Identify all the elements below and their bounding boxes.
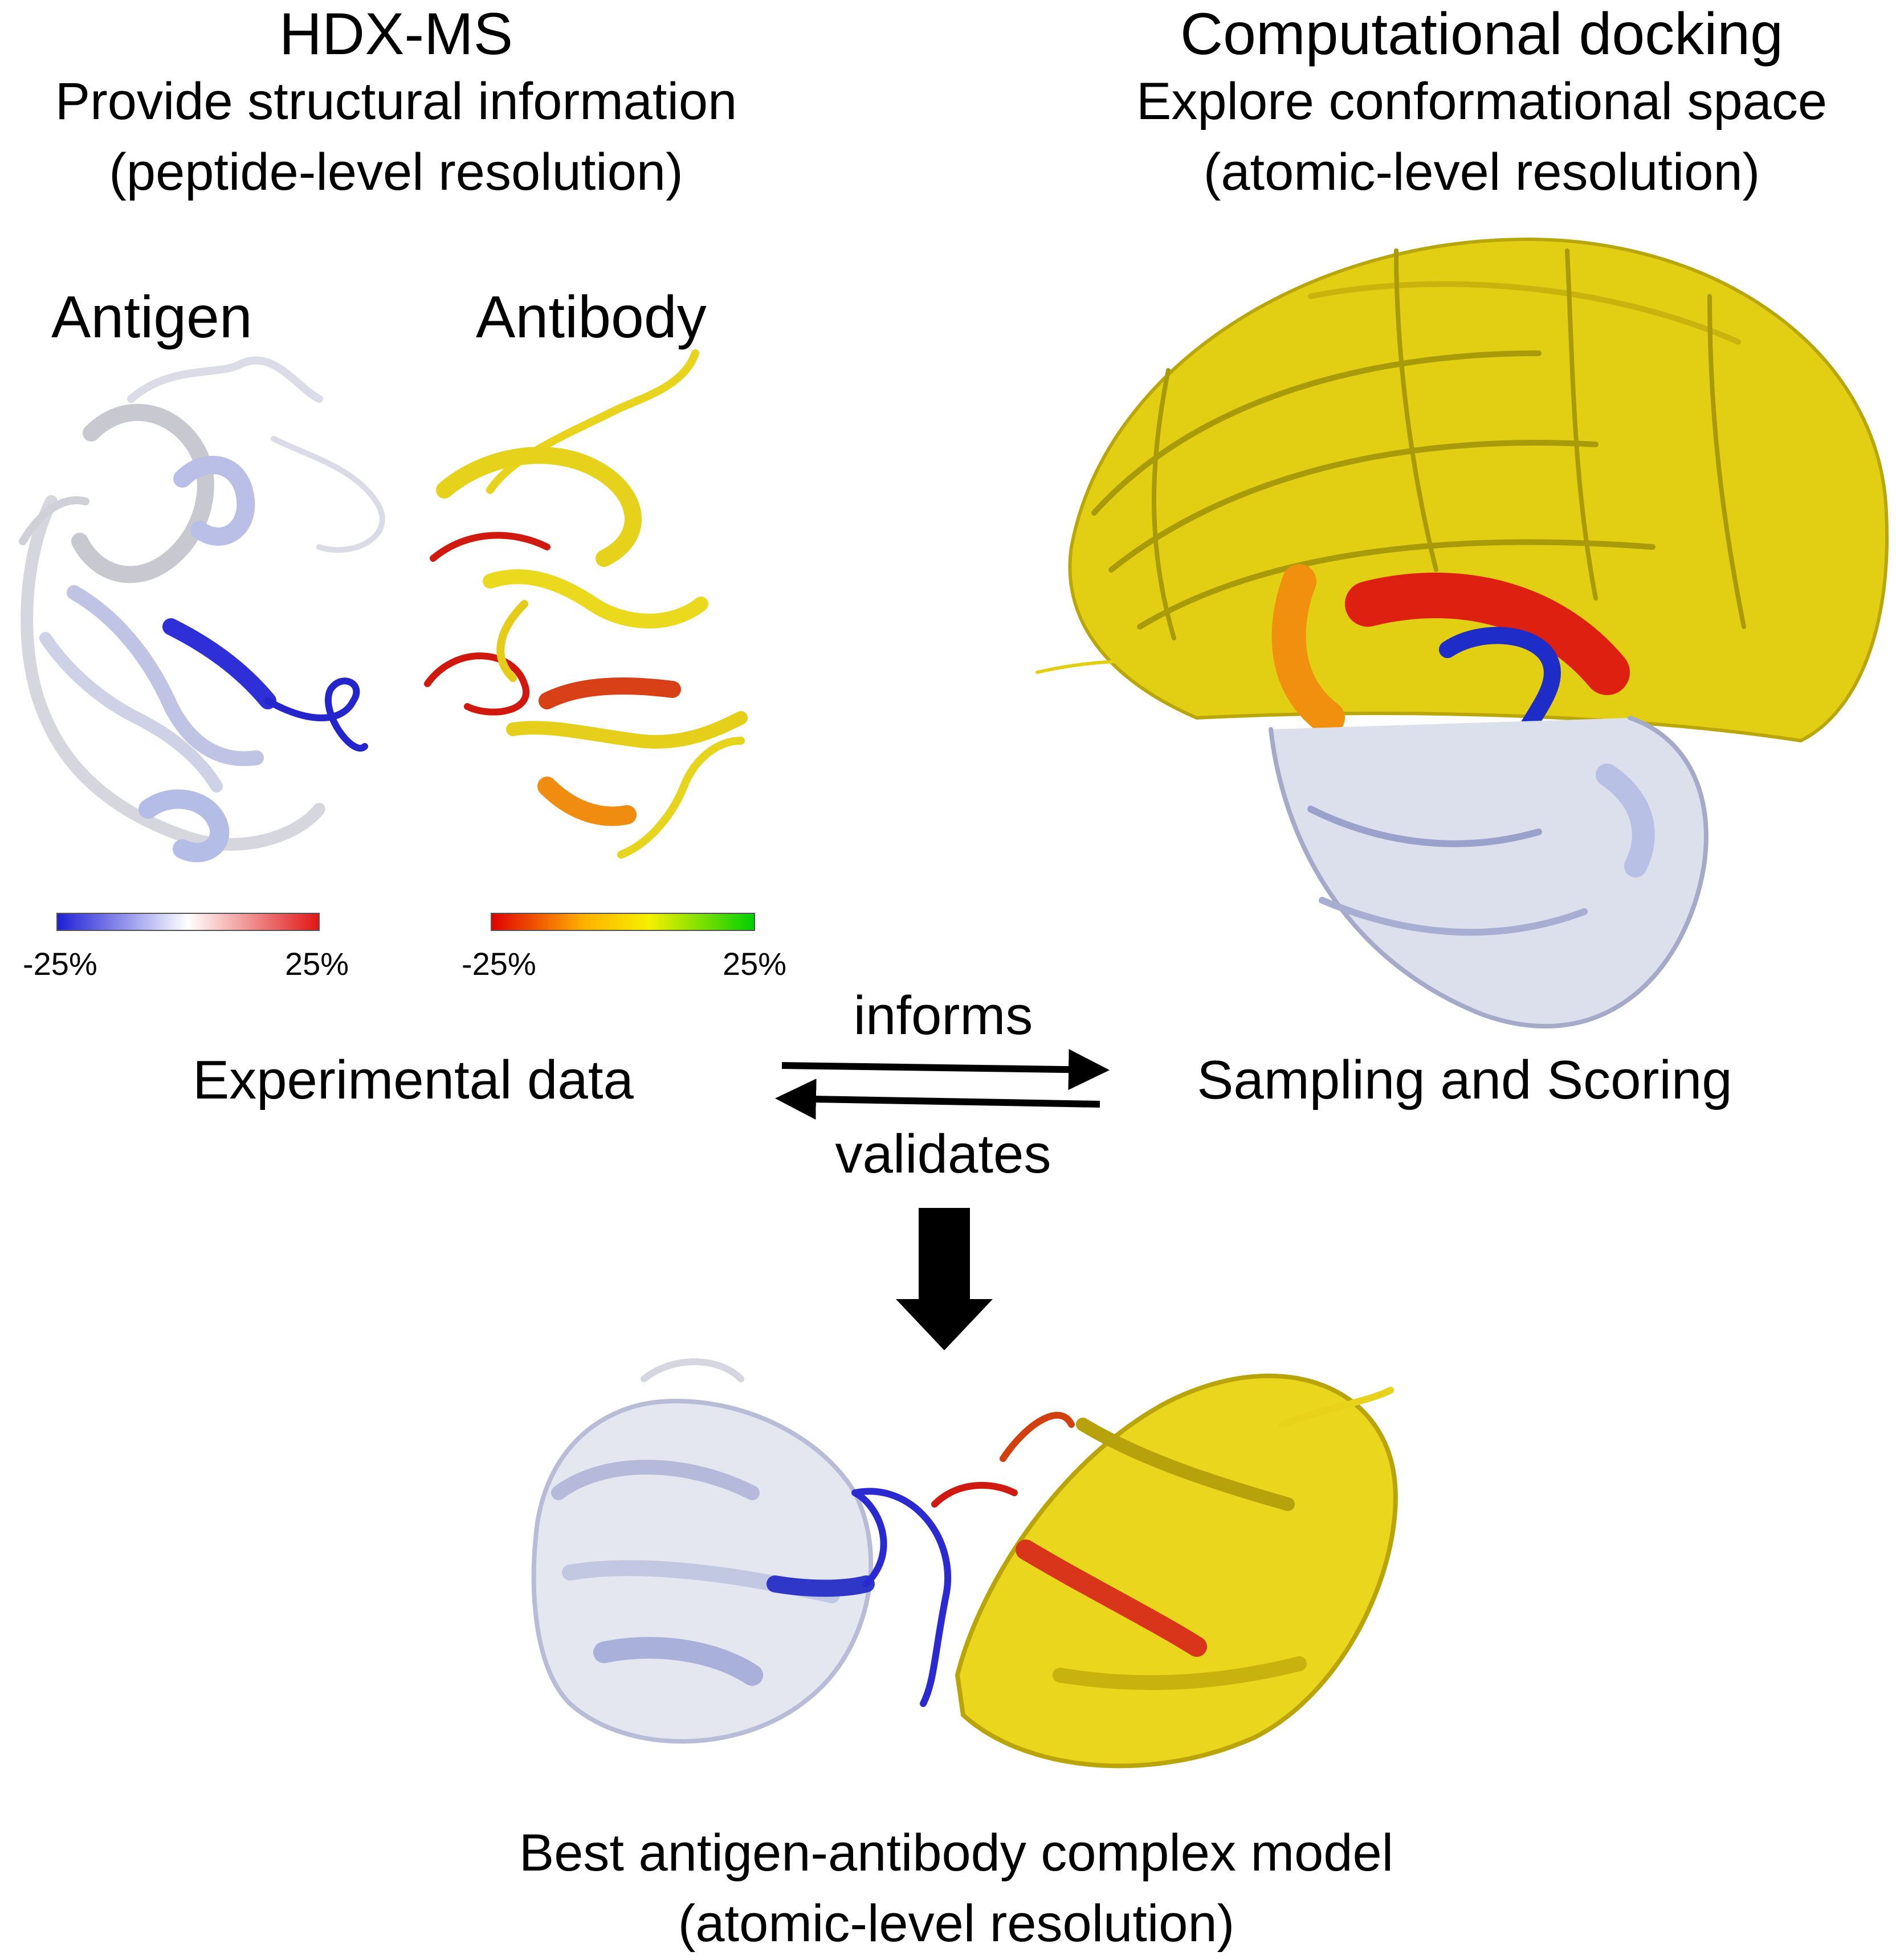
result-title: Best antigen-antibody complex model [519, 1824, 1394, 1882]
docking-subtitle-line2: (atomic-level resolution) [1203, 143, 1760, 201]
result-subtitle: (atomic-level resolution) [678, 1894, 1235, 1953]
down-arrow [896, 1208, 993, 1350]
antibody-scale-min: -25% [462, 946, 536, 982]
informs-label: informs [853, 985, 1033, 1046]
antibody-scale-bar [491, 913, 755, 931]
antigen-scale-bar [56, 913, 320, 931]
antibody-scale-max: 25% [723, 946, 787, 982]
antigen-label: Antigen [51, 284, 252, 350]
hdx-subtitle-line2: (peptide-level resolution) [109, 143, 683, 201]
antigen-scale-max: 25% [285, 946, 349, 982]
informs-arrow [781, 1049, 1110, 1091]
hdx-title: HDX-MS [279, 1, 513, 67]
sampling-scoring-label: Sampling and Scoring [1197, 1050, 1732, 1110]
experimental-data-label: Experimental data [193, 1050, 634, 1110]
validates-label: validates [835, 1124, 1051, 1185]
docking-subtitle-line1: Explore conformational space [1136, 72, 1827, 130]
hdx-subtitle-line1: Provide structural information [55, 72, 737, 130]
complex-model [531, 1358, 1398, 1769]
antibody-structure [424, 349, 748, 859]
validates-arrow [775, 1079, 1100, 1120]
antigen-structure [19, 356, 385, 863]
docking-ensemble [1035, 237, 1889, 1029]
antigen-scale-min: -25% [23, 946, 97, 982]
docking-title: Computational docking [1180, 1, 1783, 67]
antibody-label: Antibody [476, 284, 707, 350]
